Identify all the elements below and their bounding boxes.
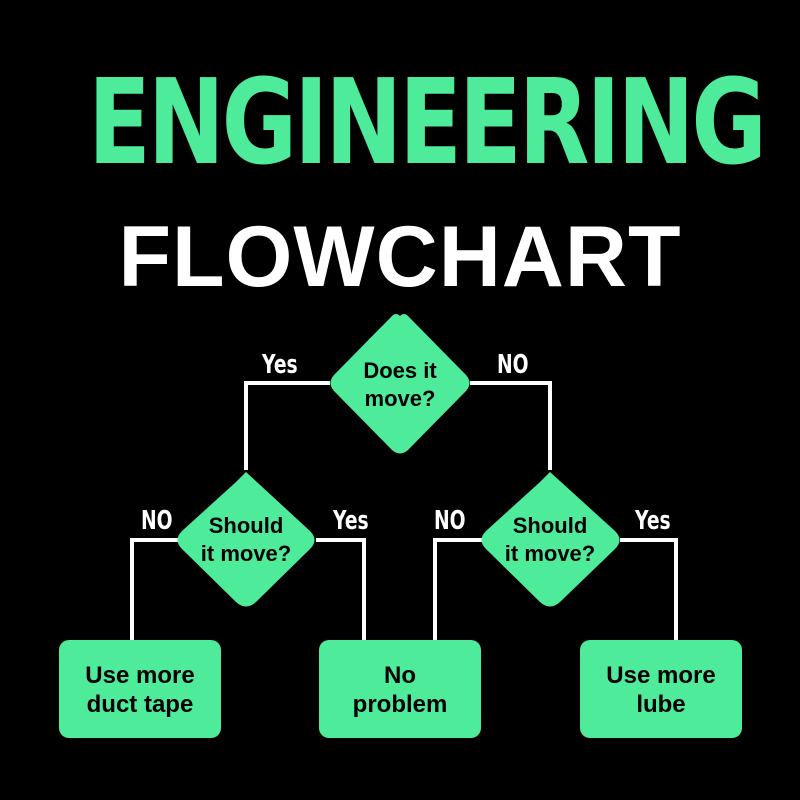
- connector-left-yes: [316, 538, 366, 640]
- connector-right-yes: [620, 538, 678, 640]
- box-no-problem: [319, 640, 481, 738]
- title: ENGINEERING: [88, 53, 767, 191]
- shapes: [59, 314, 742, 738]
- node-left-decision-label: Should it move?: [200, 513, 292, 566]
- diamond-left-decision: [177, 472, 315, 607]
- node-duct-tape-label: Use more duct tape: [85, 662, 195, 718]
- edge-label-root-no: NO: [497, 350, 529, 380]
- node-root-label: Does it move?: [363, 358, 437, 411]
- edge-label-right-yes: Yes: [635, 506, 671, 536]
- connector-root-no: [470, 381, 552, 470]
- edge-label-left-yes: Yes: [333, 506, 369, 536]
- connector-right-no: [433, 538, 482, 640]
- subtitle: FLOWCHART: [118, 209, 682, 305]
- node-right-decision-label: Should it move?: [504, 513, 596, 566]
- connector-root-yes: [244, 381, 330, 470]
- edge-label-root-yes: Yes: [262, 350, 298, 380]
- diamond-root: [330, 314, 470, 454]
- diamond-right-decision: [481, 472, 620, 607]
- connector-left-no: [130, 538, 178, 640]
- box-lube: [580, 640, 742, 738]
- edge-label-left-no: NO: [141, 506, 173, 536]
- node-lube-label: Use more lube: [606, 662, 716, 718]
- edge-label-right-no: NO: [434, 506, 466, 536]
- box-duct-tape: [59, 640, 221, 738]
- node-no-problem-label: No problem: [352, 662, 448, 718]
- connectors: [130, 381, 678, 640]
